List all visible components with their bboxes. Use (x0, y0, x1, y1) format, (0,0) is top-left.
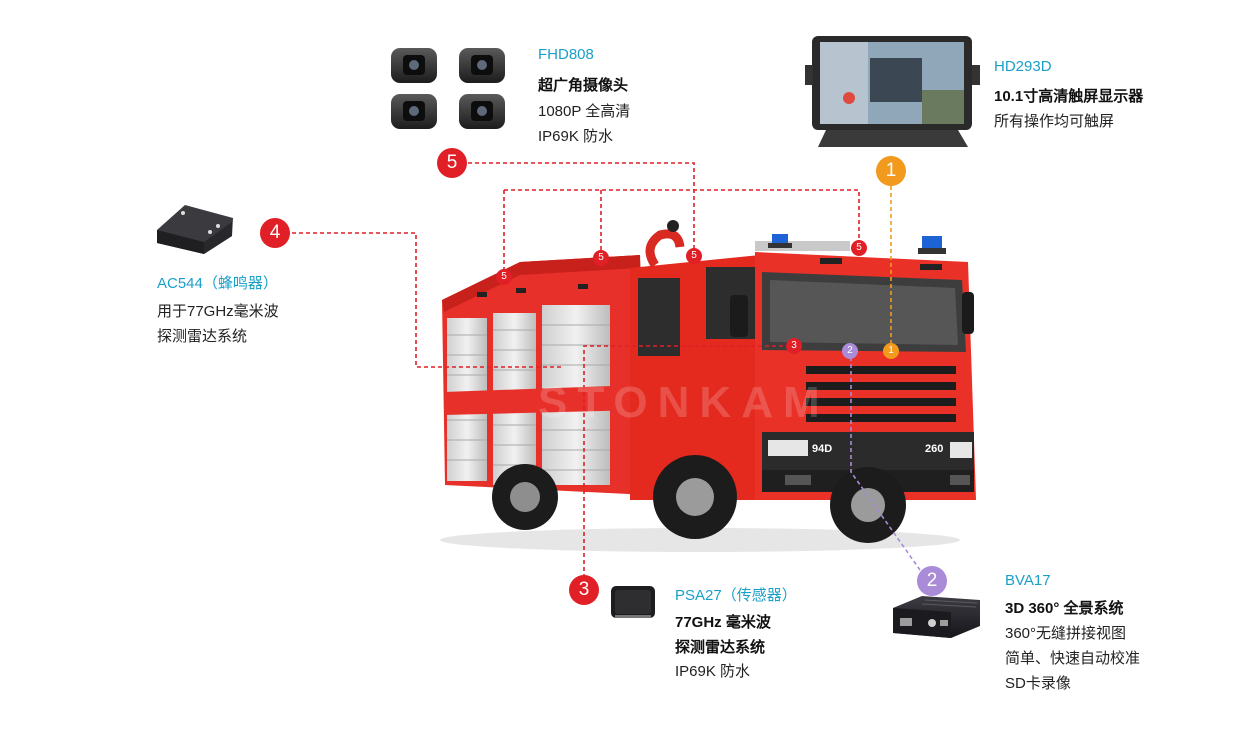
bva-spec-view: 360°无缝拼接视图 (1005, 625, 1127, 642)
bva-model: BVA17 (1005, 572, 1051, 589)
radar-title-line2: 探测雷达系统 (675, 639, 766, 656)
bva-spec-calibration: 简单、快速自动校准 (1005, 650, 1141, 667)
marker-4-buzzer: 4 (260, 218, 290, 248)
marker-5-camera-rear: 5 (496, 269, 512, 285)
radar-model: PSA27（传感器） (675, 587, 797, 604)
connector-lines (292, 162, 921, 578)
truck-wheels (492, 455, 906, 543)
marker-5-camera-side: 5 (593, 250, 609, 266)
marker-2-bva-mount: 2 (842, 343, 858, 359)
buzzer-model: AC544（蜂鸣器） (157, 275, 278, 292)
watermark-text: STONKAM (538, 378, 830, 427)
camera-model: FHD808 (538, 46, 594, 63)
marker-3-radar-mount: 3 (786, 338, 802, 354)
connector-4-buzzer (292, 232, 562, 368)
camera-spec-waterproof: IP69K 防水 (538, 128, 614, 145)
marker-3-radar: 3 (569, 575, 599, 605)
marker-2-bva: 2 (917, 566, 947, 596)
bva-title: 3D 360° 全景系统 (1005, 600, 1124, 617)
front-plate-right: 260 (925, 443, 944, 455)
camera-icon (391, 48, 505, 129)
fire-truck-illustration (440, 220, 976, 552)
monitor-icon (805, 36, 980, 147)
marker-1-monitor-mount: 1 (883, 343, 899, 359)
camera-spec-resolution: 1080P 全高清 (538, 103, 631, 120)
connector-3-radar (583, 345, 790, 578)
control-box-icon (893, 596, 980, 638)
marker-5-camera-front: 5 (851, 240, 867, 256)
front-plate-left: 94D (812, 443, 833, 455)
buzzer-desc-line1: 用于77GHz毫米波 (157, 303, 279, 320)
bva-spec-recording: SD卡录像 (1005, 675, 1071, 692)
marker-5-cameras: 5 (437, 148, 467, 178)
marker-5-camera-hose: 5 (686, 248, 702, 264)
radar-title-line1: 77GHz 毫米波 (675, 614, 771, 631)
camera-title: 超广角摄像头 (538, 77, 629, 94)
buzzer-desc-line2: 探测雷达系统 (157, 328, 248, 345)
connector-5-cameras (468, 162, 860, 276)
marker-1-monitor: 1 (876, 156, 906, 186)
monitor-title: 10.1寸高清触屏显示器 (994, 88, 1144, 105)
monitor-model: HD293D (994, 58, 1052, 75)
radar-spec-waterproof: IP69K 防水 (675, 663, 751, 680)
buzzer-icon (157, 205, 233, 254)
radar-sensor-icon (611, 586, 655, 618)
connector-2-bva (850, 357, 921, 571)
monitor-spec-touch: 所有操作均可触屏 (994, 113, 1115, 130)
